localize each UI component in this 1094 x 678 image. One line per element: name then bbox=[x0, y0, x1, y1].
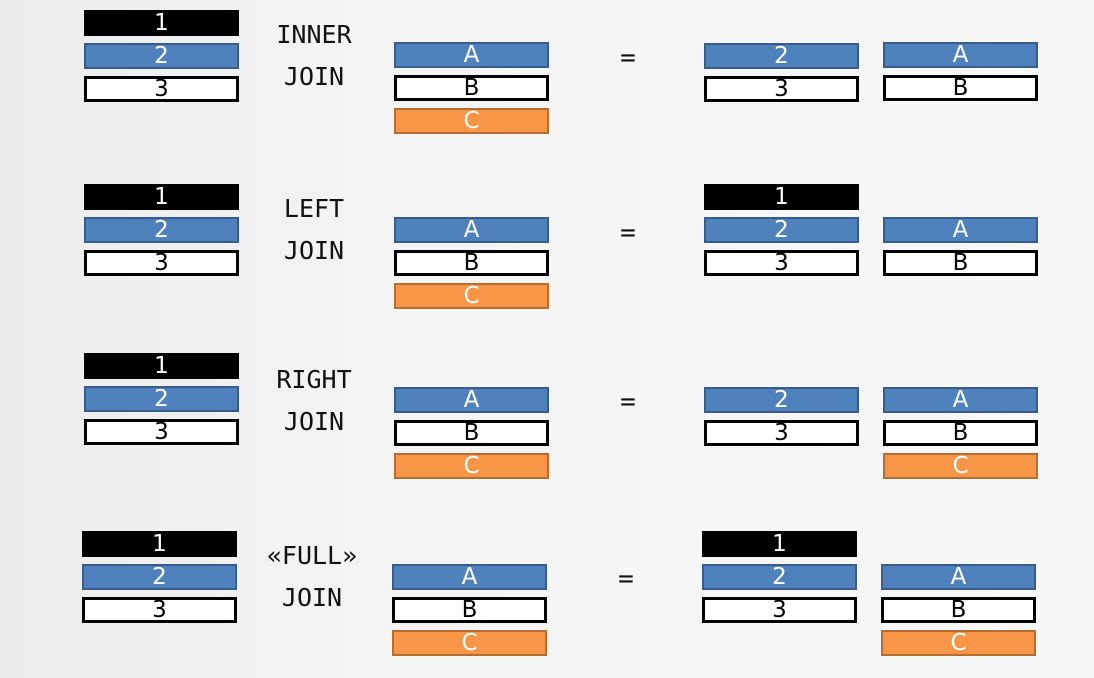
join-keyword-line-2: JOIN bbox=[283, 407, 345, 436]
right-table-row-a: A bbox=[394, 387, 549, 413]
result-right-row-b: B bbox=[883, 250, 1038, 276]
left-table-row-3: 3 bbox=[84, 419, 239, 445]
join-keyword-line-1: «FULL» bbox=[266, 541, 358, 570]
right-table-row-b: B bbox=[392, 597, 547, 623]
join-keyword-line-1: RIGHT bbox=[276, 365, 352, 394]
join-keyword-line-2: JOIN bbox=[281, 583, 343, 612]
left-join-row: 1 2 3 LEFT JOIN A B C = 1 2 3 A B bbox=[0, 184, 1094, 324]
left-table-row-2: 2 bbox=[82, 564, 237, 590]
left-table-row-3: 3 bbox=[84, 76, 239, 102]
right-table-row-a: A bbox=[392, 564, 547, 590]
left-table-row-1: 1 bbox=[82, 531, 237, 557]
left-table-row-2: 2 bbox=[84, 43, 239, 69]
right-table-row-b: B bbox=[394, 250, 549, 276]
result-right-row-b: B bbox=[883, 75, 1038, 101]
result-right-row-b: B bbox=[883, 420, 1038, 446]
right-table-row-c: C bbox=[392, 630, 547, 656]
inner-join-row: 1 2 3 INNER JOIN A B C = 2 3 A B bbox=[0, 10, 1094, 150]
result-right-row-a: A bbox=[881, 564, 1036, 590]
result-right-row-c: C bbox=[881, 630, 1036, 656]
result-left-row-3: 3 bbox=[704, 420, 859, 446]
result-right-row-a: A bbox=[883, 387, 1038, 413]
full-join-row: 1 2 3 «FULL» JOIN A B C = 1 2 3 A B C bbox=[0, 531, 1094, 671]
result-left-row-2: 2 bbox=[704, 43, 859, 69]
equals-sign: = bbox=[618, 564, 634, 594]
result-right-row-a: A bbox=[883, 42, 1038, 68]
right-table-row-b: B bbox=[394, 75, 549, 101]
result-left-row-2: 2 bbox=[702, 564, 857, 590]
right-table-row-a: A bbox=[394, 42, 549, 68]
left-table-row-3: 3 bbox=[82, 597, 237, 623]
right-table-row-c: C bbox=[394, 283, 549, 309]
join-keyword-line-2: JOIN bbox=[283, 236, 345, 265]
equals-sign: = bbox=[620, 387, 636, 417]
equals-sign: = bbox=[620, 43, 636, 73]
right-join-row: 1 2 3 RIGHT JOIN A B C = 2 3 A B C bbox=[0, 353, 1094, 493]
result-left-row-3: 3 bbox=[704, 76, 859, 102]
result-left-row-1: 1 bbox=[702, 531, 857, 557]
right-table-row-b: B bbox=[394, 420, 549, 446]
left-table-row-1: 1 bbox=[84, 10, 239, 36]
left-table-row-2: 2 bbox=[84, 386, 239, 412]
result-right-row-a: A bbox=[883, 217, 1038, 243]
right-table-row-c: C bbox=[394, 108, 549, 134]
result-left-row-1: 1 bbox=[704, 184, 859, 210]
result-left-row-2: 2 bbox=[704, 387, 859, 413]
result-left-row-3: 3 bbox=[704, 250, 859, 276]
left-table-row-3: 3 bbox=[84, 250, 239, 276]
join-keyword-line-2: JOIN bbox=[283, 62, 345, 91]
result-left-row-3: 3 bbox=[702, 597, 857, 623]
result-right-row-b: B bbox=[881, 597, 1036, 623]
result-left-row-2: 2 bbox=[704, 217, 859, 243]
right-table-row-c: C bbox=[394, 453, 549, 479]
result-right-row-c: C bbox=[883, 453, 1038, 479]
equals-sign: = bbox=[620, 218, 636, 248]
left-table-row-1: 1 bbox=[84, 184, 239, 210]
right-table-row-a: A bbox=[394, 217, 549, 243]
left-table-row-1: 1 bbox=[84, 353, 239, 379]
left-table-row-2: 2 bbox=[84, 217, 239, 243]
join-keyword-line-1: LEFT bbox=[283, 194, 345, 223]
join-keyword-line-1: INNER bbox=[276, 20, 352, 49]
